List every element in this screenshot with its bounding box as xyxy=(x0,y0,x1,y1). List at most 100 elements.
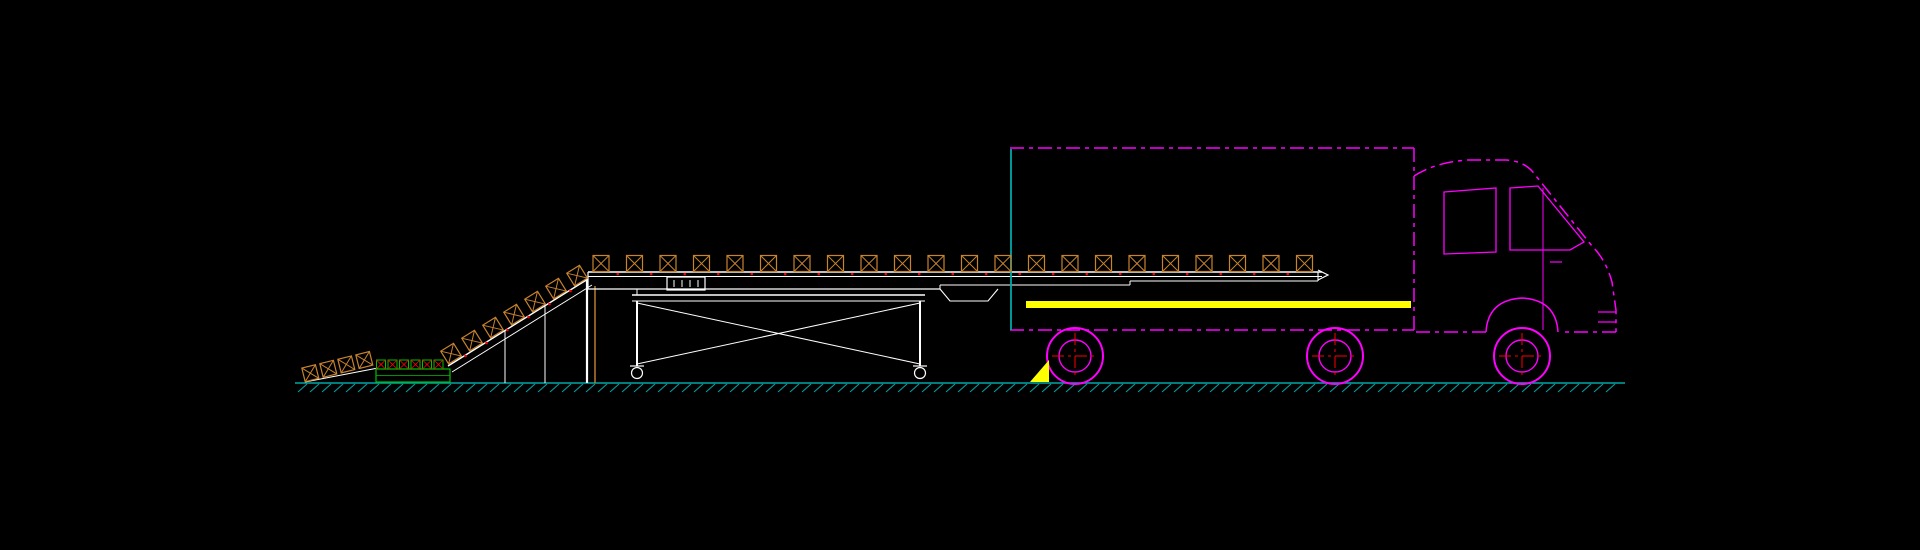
belt-roller-dot xyxy=(884,272,888,276)
cargo-box xyxy=(692,254,711,273)
ground-hatch-tick xyxy=(1605,383,1616,393)
cargo-box xyxy=(1295,254,1314,273)
ground-hatch-tick xyxy=(357,383,368,393)
cargo-box xyxy=(659,254,677,273)
ground-hatch-tick xyxy=(1509,383,1520,393)
ground-hatch-tick xyxy=(1365,383,1376,393)
belt-roller-dot xyxy=(616,272,620,276)
cargo-box xyxy=(544,277,568,300)
belt-roller-dot xyxy=(1185,272,1189,276)
entry-dock xyxy=(304,359,451,383)
ground-hatch-tick xyxy=(837,383,848,393)
ground-hatch-tick xyxy=(1557,383,1568,393)
ground-hatch-tick xyxy=(1581,383,1592,393)
cargo-box xyxy=(301,363,320,383)
ground-hatch-tick xyxy=(441,383,452,393)
belt-roller-dot xyxy=(649,272,653,276)
ground-hatch-tick xyxy=(1209,383,1220,393)
ground-hatch-tick xyxy=(909,383,920,393)
platform-roller xyxy=(387,359,398,370)
cargo-box xyxy=(460,329,484,352)
ground-hatch-tick xyxy=(969,383,980,393)
ground-hatch-tick xyxy=(453,383,464,393)
truck-wheel xyxy=(1046,327,1104,385)
ground-hatch-tick xyxy=(1377,383,1388,393)
cargo-box xyxy=(759,254,778,273)
ground-hatch-tick xyxy=(1485,383,1496,393)
cargo-box xyxy=(1161,254,1180,273)
ground-hatch-tick xyxy=(765,383,776,393)
platform-roller xyxy=(422,359,432,370)
ground-hatch-tick xyxy=(1461,383,1472,393)
ground-hatch-tick xyxy=(1569,383,1580,393)
ground-hatch-tick xyxy=(933,383,944,393)
ground-hatch-tick xyxy=(549,383,560,393)
belt-roller-dot xyxy=(1018,272,1022,276)
belt-roller-dot xyxy=(716,272,720,276)
ground-hatch-tick xyxy=(309,383,320,393)
cargo-box xyxy=(592,254,610,273)
belt-roller-dot xyxy=(1085,272,1089,276)
ground-hatch-tick xyxy=(405,383,416,393)
cab-silhouette xyxy=(1413,159,1617,332)
belt-roller-dot xyxy=(984,272,988,276)
belt-roller-dot xyxy=(917,272,921,276)
ground-hatch-tick xyxy=(633,383,644,393)
cargo-box xyxy=(523,290,547,313)
belt-roller-dot xyxy=(951,272,955,276)
cargo-box xyxy=(1262,254,1280,273)
ground-hatch-tick xyxy=(861,383,872,393)
ground-hatch-tick xyxy=(1125,383,1136,393)
incline-belt-bottom xyxy=(451,284,593,373)
ground-hatch-tick xyxy=(1269,383,1280,393)
belt-roller-dot xyxy=(1051,272,1055,276)
ground-hatch-tick xyxy=(1341,383,1352,393)
belt-roller-dot xyxy=(1118,272,1122,276)
ground-hatch-tick xyxy=(1545,383,1556,393)
ground-hatch-tick xyxy=(1293,383,1304,393)
cargo-box xyxy=(927,254,945,273)
wheel-chock xyxy=(1030,360,1049,382)
ground-hatch-tick xyxy=(645,383,656,393)
ground-hatch-tick xyxy=(741,383,752,393)
platform-roller xyxy=(399,359,409,370)
ground-hatch-tick xyxy=(1065,383,1076,393)
ground-hatch-tick xyxy=(1353,383,1364,393)
platform-roller xyxy=(376,359,386,370)
cab-rear-window xyxy=(1443,187,1497,255)
ground-hatch-tick xyxy=(561,383,572,393)
cargo-box xyxy=(960,254,979,273)
cargo-box xyxy=(1195,254,1213,273)
ground xyxy=(295,382,1625,393)
front-wheel-arch xyxy=(1485,297,1559,333)
belt-roller-dot xyxy=(817,272,821,276)
cargo-box xyxy=(893,254,912,273)
ground-hatch-tick xyxy=(729,383,740,393)
ground-hatch-tick xyxy=(1473,383,1484,393)
ground-hatch-tick xyxy=(1593,383,1604,393)
ground-hatch-tick xyxy=(465,383,476,393)
ground-hatch-tick xyxy=(1101,383,1112,393)
ground-hatch-tick xyxy=(921,383,932,393)
ground-hatch-tick xyxy=(585,383,596,393)
ground-hatch-tick xyxy=(1401,383,1412,393)
ground-hatch-tick xyxy=(1389,383,1400,393)
cargo-box xyxy=(994,254,1012,273)
ground-hatch-tick xyxy=(813,383,824,393)
truck xyxy=(1010,147,1617,333)
cargo-box xyxy=(565,264,589,287)
cargo-box xyxy=(1128,254,1146,273)
cargo-box xyxy=(1228,254,1247,273)
ground-hatch-tick xyxy=(885,383,896,393)
ground-hatch-tick xyxy=(873,383,884,393)
telescopic-conveyor xyxy=(587,269,1330,302)
ground-hatch-tick xyxy=(1521,383,1532,393)
ground-hatch-tick xyxy=(597,383,608,393)
belt-roller-dot xyxy=(1219,272,1223,276)
entry-ramp-line xyxy=(304,367,379,383)
ground-hatch-tick xyxy=(1257,383,1268,393)
ground-hatch-tick xyxy=(393,383,404,393)
ground-hatch-tick xyxy=(1425,383,1436,393)
